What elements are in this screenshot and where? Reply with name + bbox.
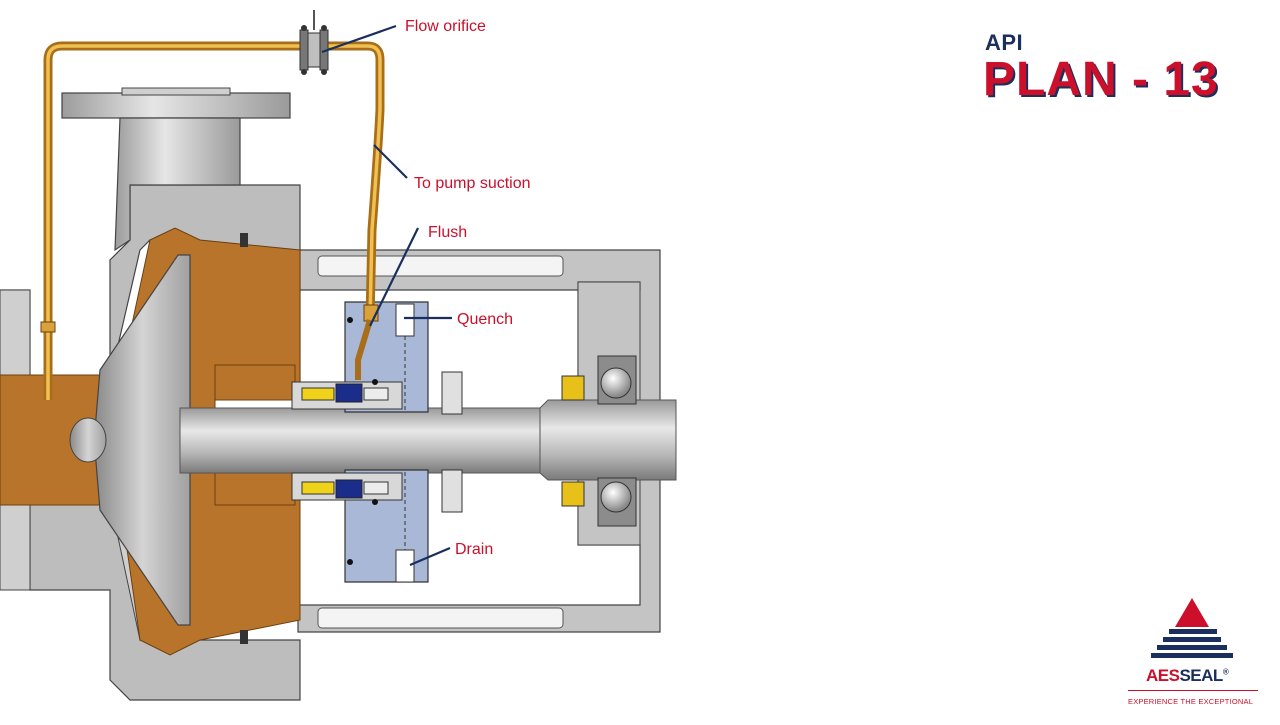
drain-label: Drain: [455, 541, 493, 558]
plan-title: PLAN - 13: [983, 53, 1219, 106]
pump-shaft: [179, 399, 677, 481]
flow-orifice-label: Flow orifice: [405, 18, 486, 35]
flush-piping: [40, 41, 385, 400]
bearings: [561, 355, 637, 527]
leader-lines: [321, 24, 452, 567]
impeller: [69, 254, 191, 626]
api-prefix: API: [985, 30, 1024, 55]
logo-word-seal: SEAL: [1179, 666, 1223, 685]
logo-word-aes: AES: [1146, 666, 1180, 685]
to-pump-suction-label: To pump suction: [414, 175, 531, 192]
logo-registered: ®: [1222, 667, 1229, 677]
quench-label: Quench: [457, 311, 513, 328]
logo-wordmark: AESSEAL®: [1146, 666, 1229, 686]
flow-orifice: [299, 10, 329, 75]
logo-tagline: EXPERIENCE THE EXCEPTIONAL: [1128, 697, 1254, 706]
flush-label: Flush: [428, 224, 467, 241]
aesseal-logo-icon: [1151, 598, 1233, 658]
discharge-nozzle: [61, 87, 291, 252]
logo-rule: [1128, 690, 1258, 691]
